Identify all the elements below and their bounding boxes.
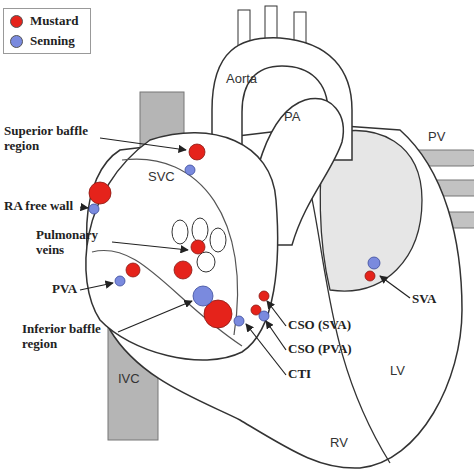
callout-label: Superior baffle region	[4, 124, 100, 154]
mustard-dot	[189, 144, 205, 160]
senning-dot	[259, 311, 269, 321]
legend-swatch	[10, 35, 23, 48]
leader-arrow	[80, 283, 113, 290]
leader-arrow	[380, 276, 410, 298]
mustard-dot	[174, 261, 192, 279]
senning-dot	[368, 257, 380, 269]
legend-text: Senning	[30, 33, 75, 49]
callout-label: CTI	[288, 367, 311, 382]
callout-label: CSO (PVA)	[288, 342, 352, 357]
leader-arrow	[266, 321, 286, 350]
senning-dot	[89, 204, 99, 214]
senning-dot	[193, 286, 213, 306]
part-label: IVC	[118, 372, 140, 387]
mustard-dot	[126, 263, 140, 277]
senning-dot	[115, 276, 125, 286]
part-label: PV	[428, 130, 445, 145]
leader-arrow	[100, 138, 186, 150]
senning-dot	[185, 165, 195, 175]
mustard-dot	[365, 271, 375, 281]
vein-ostium	[192, 218, 208, 242]
part-label: SVC	[148, 170, 175, 185]
callout-label: RA free wall	[4, 199, 73, 214]
leader-arrow	[118, 301, 192, 332]
callout-label: Inferior baffle region	[22, 322, 118, 352]
legend-swatch	[10, 15, 23, 28]
right-atrium	[86, 133, 278, 360]
vein-ostium	[197, 252, 215, 272]
part-label: PA	[284, 110, 300, 125]
baffle-line	[92, 250, 242, 346]
mustard-dot	[191, 240, 205, 254]
mustard-dot	[259, 291, 269, 301]
part-label: LV	[390, 364, 405, 379]
callout-label: PVA	[52, 282, 77, 297]
callout-label: SVA	[412, 292, 436, 307]
leader-arrow	[267, 301, 286, 326]
senning-dot	[234, 316, 244, 326]
legend-row: Mustard	[10, 13, 88, 31]
legend-text: Mustard	[30, 13, 78, 29]
leader-arrow	[112, 242, 188, 250]
leader-arrow	[246, 324, 286, 375]
part-label: RV	[330, 436, 348, 451]
vein-ostium	[210, 228, 226, 252]
part-label: Aorta	[226, 72, 257, 87]
mustard-dot	[89, 182, 111, 204]
callout-label: CSO (SVA)	[288, 318, 351, 333]
vein-ostium	[172, 220, 188, 244]
leader-arrow	[80, 207, 88, 208]
baffle-line	[122, 159, 238, 335]
callout-label: Pulmonary veins	[36, 228, 112, 258]
legend-box: MustardSenning	[3, 8, 91, 54]
legend-row: Senning	[10, 33, 88, 51]
